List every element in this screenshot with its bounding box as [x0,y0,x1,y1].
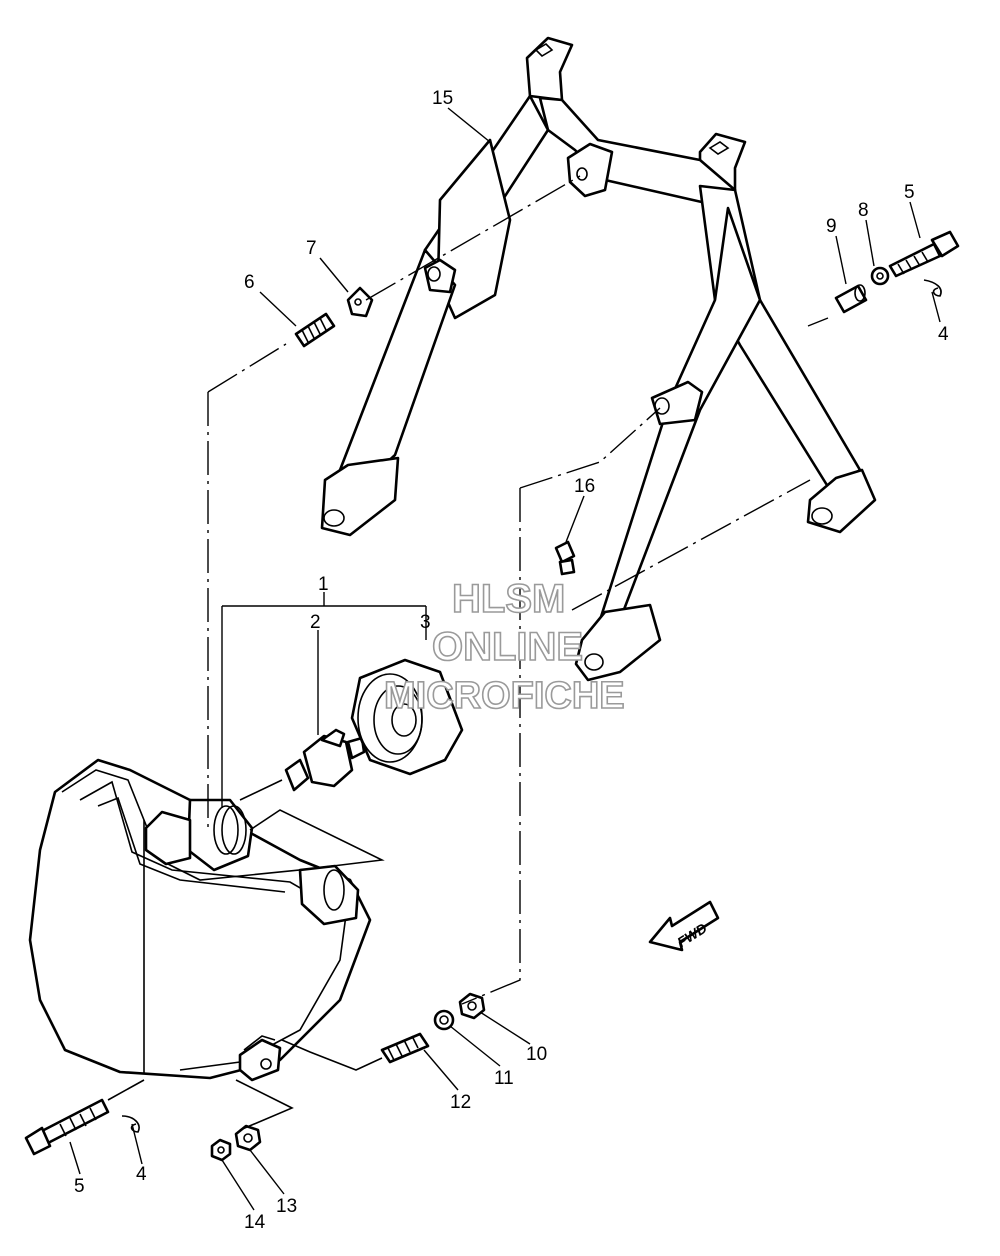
adjuster-spring-lower [380,1032,430,1064]
bolt-upper [888,230,960,278]
callout-16: 16 [574,476,595,497]
callout-labels: 15 7 6 9 8 5 4 16 1 2 3 10 11 12 5 4 13 … [74,88,949,1233]
callout-1: 1 [318,574,329,595]
headlight-housing [28,758,372,1082]
callout-8: 8 [858,200,869,221]
callout-6: 6 [244,272,255,293]
headlight-bulb [284,728,366,792]
collar-upper [834,284,868,314]
callout-13: 13 [276,1196,297,1217]
watermark-line3: MICROFICHE [384,675,625,717]
callout-5-lower: 5 [74,1176,85,1197]
callout-11: 11 [494,1068,514,1089]
watermark-line2: ONLINE [432,625,583,669]
callout-4-upper: 4 [938,324,949,345]
clip-nut [346,286,374,318]
screw-upper [554,540,576,576]
leader-lines [69,107,941,1211]
callout-9: 9 [826,216,837,237]
washer-upper [870,266,890,286]
cotter-pin-lower [121,1115,140,1133]
callout-10: 10 [526,1044,547,1065]
nut-14 [210,1138,232,1162]
bulb-cover [350,658,464,776]
callout-5-upper: 5 [904,182,915,203]
forward-direction-arrow: FWD [648,900,720,952]
cotter-pin-upper [923,279,942,297]
watermark-line1: HLSM [452,577,565,621]
bolt-lower [24,1098,110,1156]
callout-14: 14 [244,1212,266,1233]
callout-15: 15 [432,88,453,109]
callout-7: 7 [306,238,317,259]
adjuster-spring-upper [294,312,336,348]
callout-12: 12 [450,1092,471,1113]
assembly-lines [107,175,829,1131]
callout-bracket-1 [221,592,427,808]
headlight-stay-bracket [320,36,877,682]
washer-11 [433,1009,455,1031]
callout-2: 2 [310,612,321,633]
callout-4-lower: 4 [136,1164,147,1185]
nut-13 [234,1124,262,1152]
callout-3: 3 [420,612,431,633]
watermark: HLSM ONLINE MICROFICHE [383,576,625,718]
nut-10 [458,992,486,1020]
